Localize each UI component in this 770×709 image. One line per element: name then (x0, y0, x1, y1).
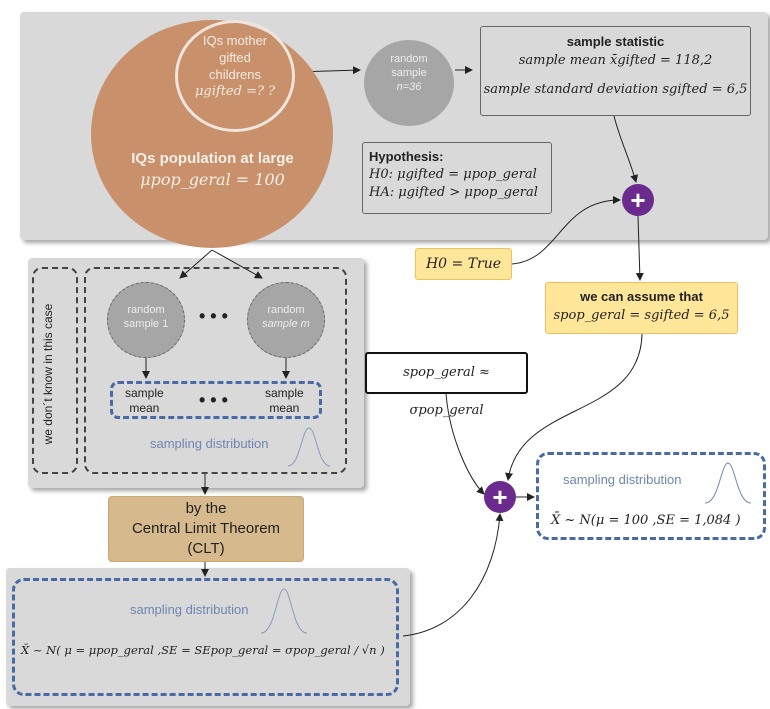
gifted-population-label: IQs mother gifted childrens μgifted =? ? (194, 33, 276, 99)
sampling-distribution-result-label: sampling distribution (563, 472, 682, 487)
sample-statistic-title: sample statistic (566, 34, 665, 49)
ellipsis-means: • • • (199, 390, 228, 410)
h0-true-box: H0 = True (415, 248, 512, 280)
arrow-bottom-to-plus2 (402, 513, 504, 637)
sample-mean: sample mean x̄gifted = 118,2 (518, 53, 713, 68)
normal-curve-icon-bottom (260, 588, 308, 634)
population-mu: μpop_geral = 100 (140, 170, 285, 189)
hypothesis-h0: H0: μgifted = μpop_geral (369, 167, 537, 182)
assume-formula: spop_geral = sgifted = 6,5 (553, 308, 730, 323)
approx-box: spop_geral ≈ σpop_geral (365, 352, 528, 418)
normal-curve-icon (704, 462, 752, 504)
sampling-distribution-result: sampling distribution X̄ ~ N(μ = 100 ,SE… (536, 452, 766, 540)
assume-box: we can assume that spop_geral = sgifted … (545, 282, 738, 334)
gifted-population-circle (175, 20, 295, 132)
sampling-process-box (84, 267, 347, 474)
combine-plus-icon-2: + (484, 481, 516, 513)
sampling-distribution-bottom-label: sampling distribution (130, 602, 249, 617)
unknown-box: we don´t know in this case (32, 267, 78, 474)
sample-sd: sample standard deviation sgifted = 6,5 (483, 82, 748, 97)
assume-title: we can assume that (580, 289, 703, 304)
ellipsis-samples: • • • (199, 306, 228, 326)
sampling-distribution-left-label: sampling distribution (150, 436, 269, 451)
sampling-distribution-result-formula: X̄ ~ N(μ = 100 ,SE = 1,084 ) (551, 513, 741, 528)
bottom-panel (6, 568, 410, 706)
random-sample-circle: random sample n=36 (364, 40, 454, 126)
random-sample-1-circle: random sample 1 (107, 282, 185, 358)
unknown-label: we don´t know in this case (41, 303, 55, 445)
sampling-distribution-bottom-formula: X̄ ~ N( μ = μpop_geral ,SE = SEpop_geral… (21, 643, 385, 657)
hypothesis-ha: HA: μgifted > μpop_geral (369, 185, 538, 200)
normal-curve-icon-left (287, 427, 331, 467)
sample-statistic-box: sample statistic sample mean x̄gifted = … (480, 26, 751, 116)
population-title: IQs population at large (131, 150, 294, 167)
hypothesis-title: Hypothesis: (369, 149, 444, 164)
random-sample-m-circle: random sample m (247, 282, 325, 358)
clt-box: by the Central Limit Theorem (CLT) (108, 496, 304, 562)
hypothesis-box: Hypothesis: H0: μgifted = μpop_geral HA:… (362, 142, 552, 214)
combine-plus-icon: + (622, 184, 654, 216)
sampling-distribution-bottom: sampling distribution X̄ ~ N( μ = μpop_g… (12, 578, 399, 696)
